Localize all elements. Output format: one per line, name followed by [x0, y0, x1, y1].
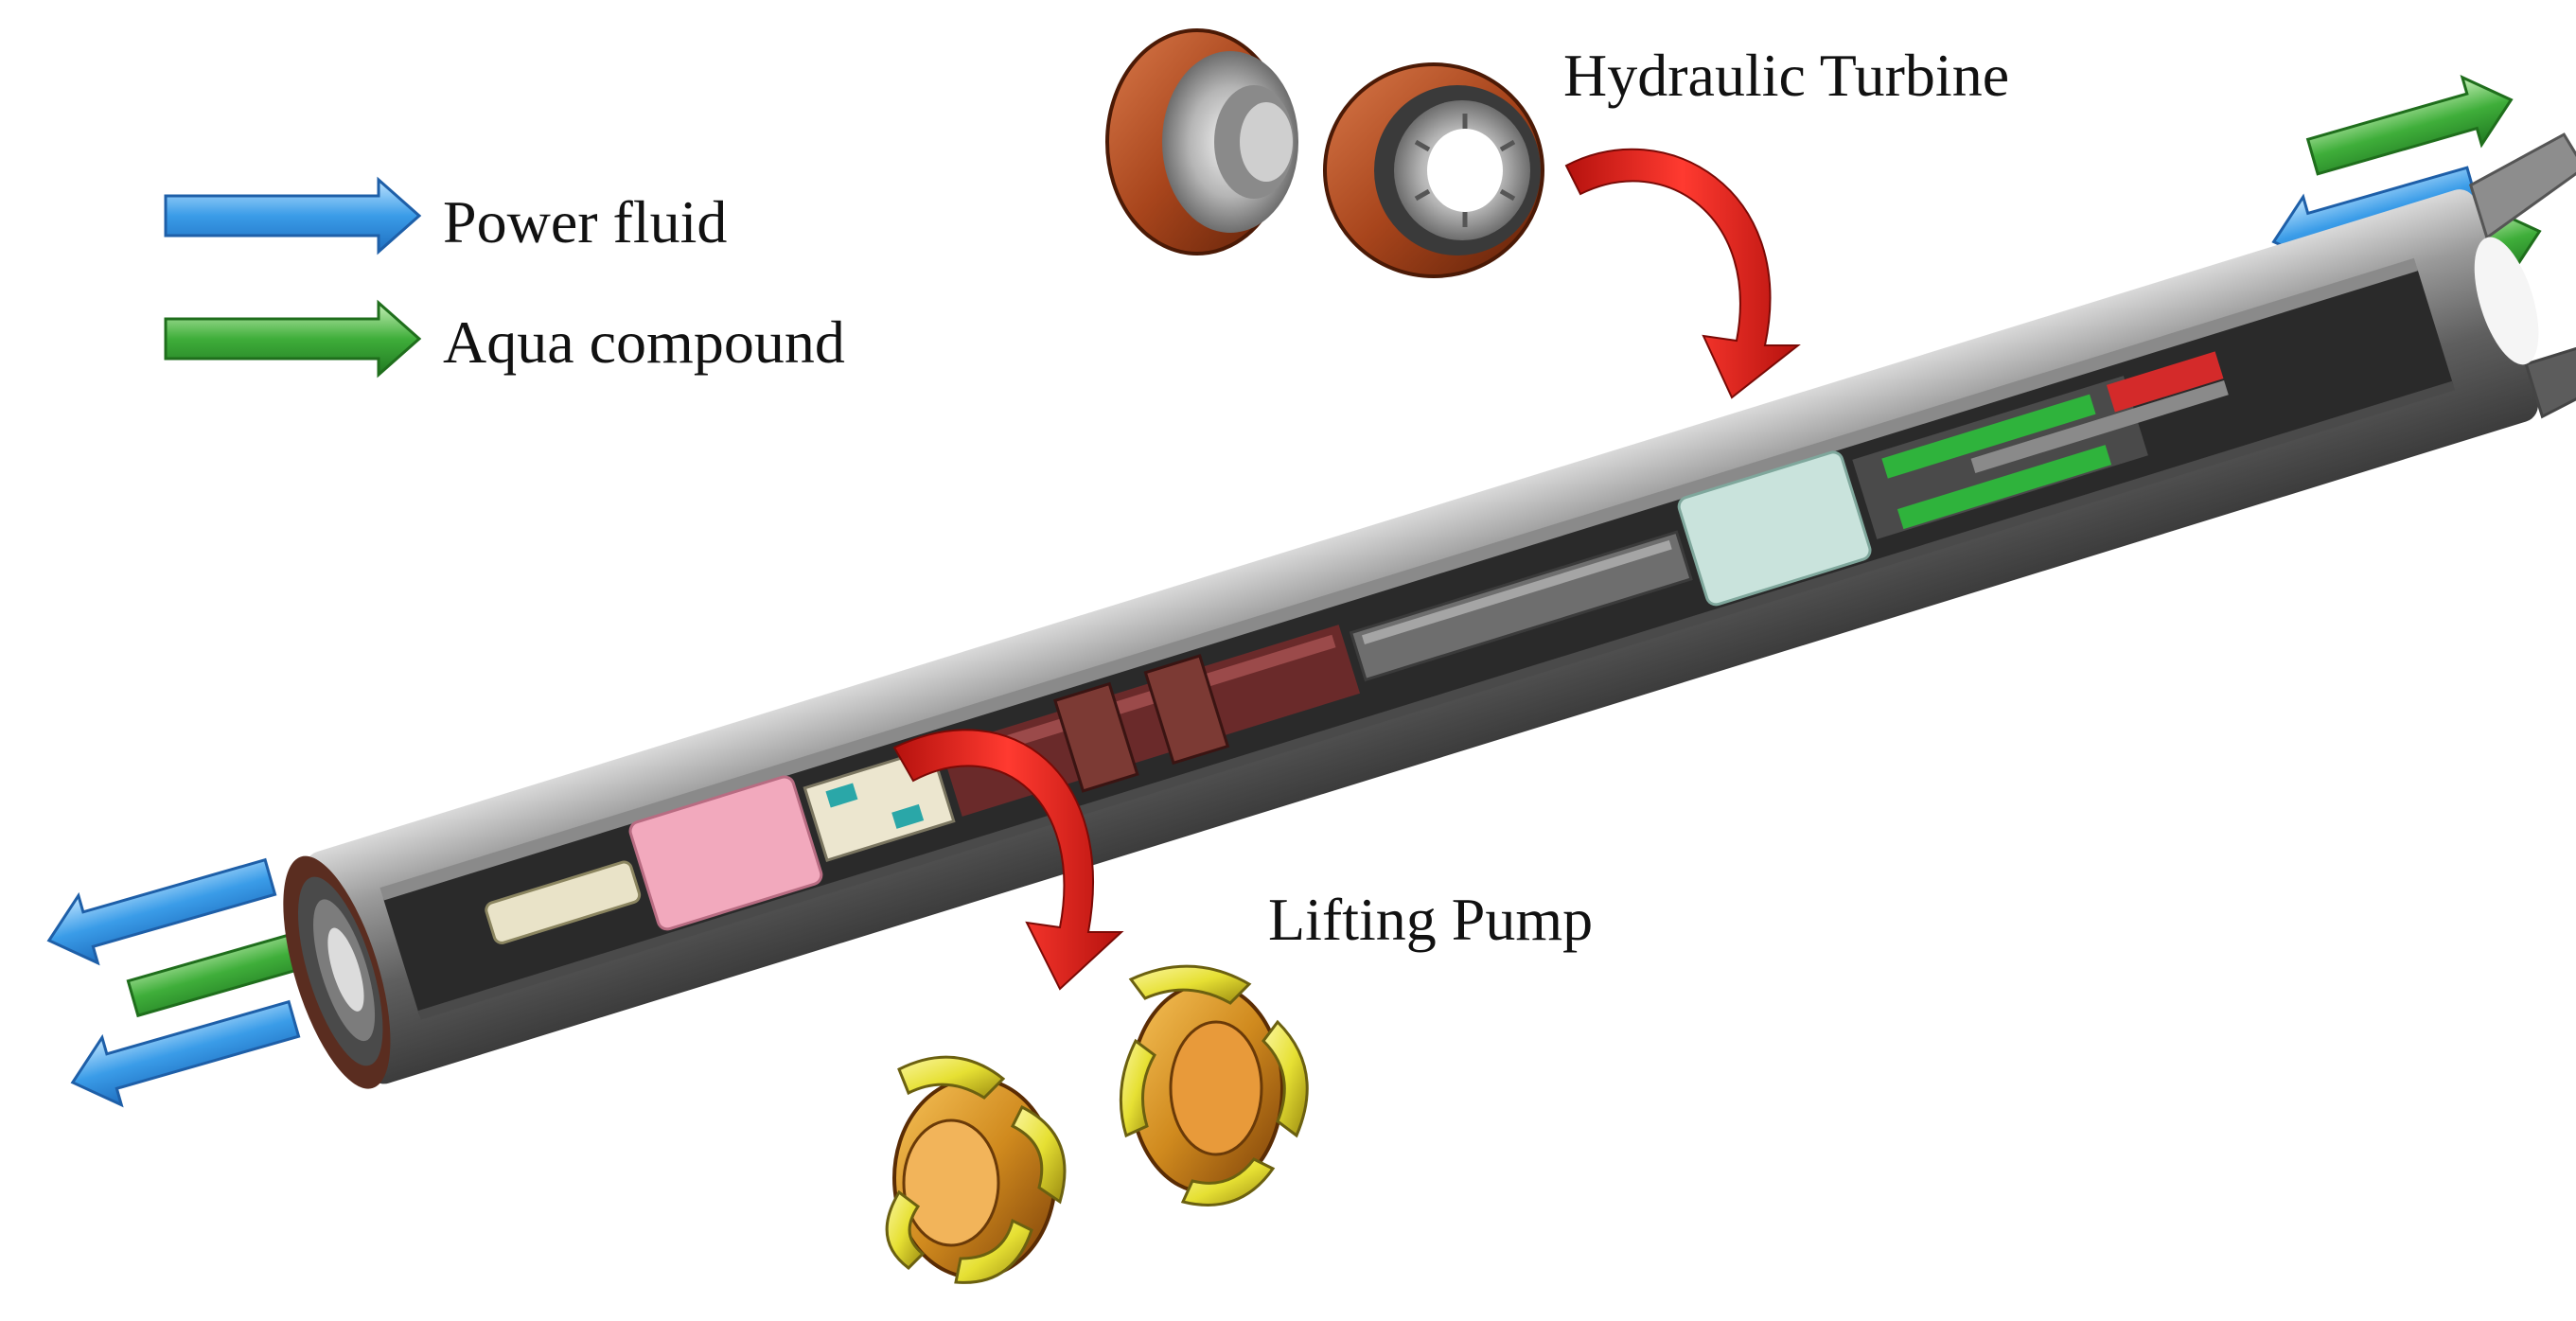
legend-aqua-compound-arrow [164, 299, 422, 379]
legend-power-fluid-arrow [164, 176, 422, 255]
flow-arrow-green-out-top [2305, 75, 2514, 176]
internal-green-a [1881, 394, 2096, 479]
legend-power-fluid-label: Power fluid [443, 188, 728, 255]
turbine-pointer-arrow [1564, 148, 1801, 399]
main-shaft-highlight [952, 634, 1336, 766]
tube-left-end [283, 855, 391, 1089]
coupling-teal-a [825, 783, 858, 808]
pointer-arrows [892, 148, 1801, 991]
pump-housing [628, 775, 823, 931]
tube-inner-wall [379, 257, 2418, 901]
shaft-collar-b [1143, 654, 1230, 766]
tube-assembly [283, 132, 2576, 1089]
coupling-teal-b [891, 803, 925, 829]
tube-inner-wall-bottom [417, 380, 2456, 1020]
internal-components [485, 351, 2229, 944]
shaft-collar-a [1053, 681, 1139, 793]
flow-arrow-blue-out-top [46, 857, 277, 966]
turbine-housing [1677, 450, 1872, 607]
internal-rod [1970, 379, 2229, 474]
legend [164, 176, 422, 379]
tube-right-end [2468, 132, 2576, 419]
pump-illustration [885, 964, 1309, 1284]
hydraulic-turbine-label: Hydraulic Turbine [1563, 42, 2010, 109]
left-shaft [485, 860, 642, 944]
internal-green-b [1897, 445, 2112, 530]
lifting-pump-label: Lifting Pump [1268, 886, 1594, 953]
flow-arrow-blue-out-bottom [70, 999, 301, 1108]
legend-aqua-compound-label: Aqua compound [443, 308, 845, 376]
turbine-shaft-highlight [1362, 539, 1672, 644]
pump-pointer-arrow [892, 729, 1124, 991]
turbine-illustration [1105, 28, 1544, 278]
internal-red [2106, 351, 2224, 413]
